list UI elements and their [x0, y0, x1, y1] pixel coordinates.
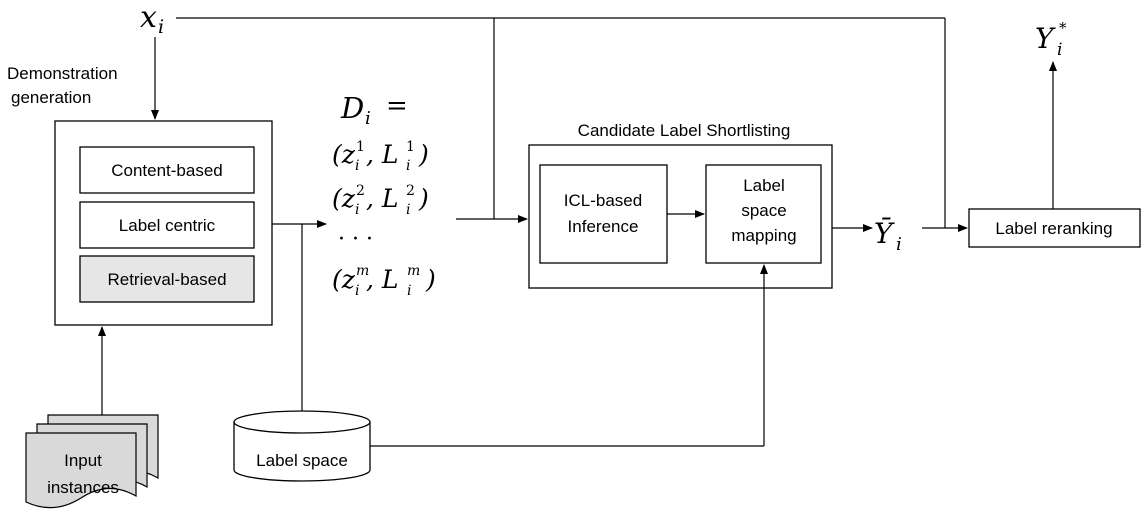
svg-text:): ) — [418, 184, 429, 213]
svg-text:i: i — [355, 283, 359, 299]
svg-text:, L: , L — [366, 140, 399, 169]
svg-text:2: 2 — [356, 183, 365, 199]
content-based-box — [79, 146, 255, 194]
input-variable-x: x i — [140, 0, 164, 38]
pair-1: (z 1 i , L 1 i ) — [332, 139, 429, 174]
svg-text:=: = — [386, 91, 408, 121]
label-centric-box — [79, 201, 255, 249]
svg-text:(z: (z — [332, 184, 356, 213]
mapping-line1: Label — [743, 176, 785, 195]
svg-text:, L: , L — [366, 184, 399, 213]
svg-text:i: i — [365, 108, 371, 129]
svg-text:Y: Y — [1035, 22, 1056, 55]
shortlisting-title: Candidate Label Shortlisting — [578, 121, 791, 140]
input-instances-documents: Input instances — [25, 414, 159, 509]
svg-text:(z: (z — [332, 140, 356, 169]
demonstration-set-d: D i = — [340, 91, 408, 129]
demonstration-title-line1: Demonstration — [7, 64, 118, 83]
svg-text:(z: (z — [332, 265, 356, 294]
ellipsis: · · · — [338, 227, 373, 252]
svg-text:i: i — [406, 158, 410, 174]
svg-text:m: m — [407, 263, 420, 279]
svg-text:Ȳ: Ȳ — [874, 217, 895, 250]
svg-text:x: x — [140, 0, 157, 35]
icl-inference-line1: ICL-based — [564, 191, 642, 210]
input-instances-line1: Input — [64, 451, 102, 470]
svg-text:D: D — [340, 91, 364, 125]
svg-text:i: i — [406, 202, 410, 218]
shortlist-output-ybar: Ȳ i — [874, 217, 902, 255]
svg-text:): ) — [425, 265, 436, 294]
svg-text:1: 1 — [356, 139, 365, 155]
mapping-line2: space — [741, 201, 786, 220]
svg-text:m: m — [356, 263, 369, 279]
svg-text:): ) — [418, 140, 429, 169]
svg-text:i: i — [158, 16, 164, 38]
retrieval-based-label: Retrieval-based — [107, 270, 226, 289]
label-space-database: Label space — [233, 410, 371, 482]
svg-text:2: 2 — [406, 183, 415, 199]
label-space-label: Label space — [256, 451, 348, 470]
icl-inference-line2: Inference — [568, 217, 639, 236]
label-reranking-label: Label reranking — [995, 219, 1112, 238]
demonstration-title-line2: generation — [11, 88, 91, 107]
mapping-line3: mapping — [731, 226, 796, 245]
pair-m: (z m i , L m i ) — [332, 263, 436, 299]
svg-text:i: i — [355, 202, 359, 218]
retrieval-based-box — [79, 255, 255, 303]
label-reranking-box — [968, 208, 1141, 248]
input-instances-line2: instances — [47, 478, 119, 497]
svg-text:i: i — [407, 283, 411, 299]
pair-2: (z 2 i , L 2 i ) — [332, 183, 429, 218]
svg-text:i: i — [896, 234, 902, 255]
svg-text:i: i — [355, 158, 359, 174]
icl-inference-box — [539, 164, 668, 264]
final-output-ystar: Y i * — [1035, 19, 1067, 60]
label-space-mapping-box — [705, 164, 822, 264]
svg-text:1: 1 — [406, 139, 415, 155]
svg-text:, L: , L — [366, 265, 399, 294]
content-based-label: Content-based — [111, 161, 223, 180]
svg-text:*: * — [1059, 19, 1067, 37]
label-centric-label: Label centric — [119, 216, 216, 235]
svg-text:i: i — [1057, 40, 1062, 60]
